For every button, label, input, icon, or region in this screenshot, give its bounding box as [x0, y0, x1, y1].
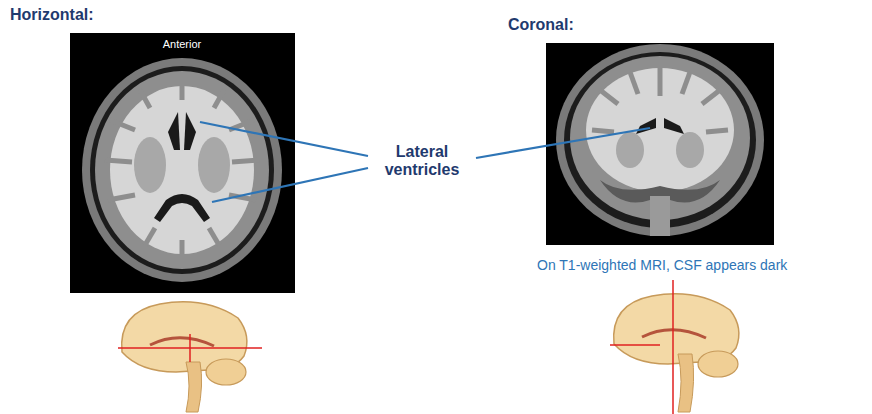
section-heading: Coronal: [508, 16, 574, 34]
orientation-label: Anterior [163, 38, 202, 51]
coronal-mri [546, 43, 774, 245]
sagittal-brain-icon [118, 302, 262, 412]
sagittal-brain-icon [610, 280, 739, 414]
note-text: On T1-weighted MRI, CSF appears dark [537, 257, 787, 273]
structure-label: Lateral ventricles [372, 143, 472, 180]
horizontal-mri [70, 33, 295, 293]
section-heading: Horizontal: [10, 6, 94, 24]
leader-line [200, 122, 650, 202]
